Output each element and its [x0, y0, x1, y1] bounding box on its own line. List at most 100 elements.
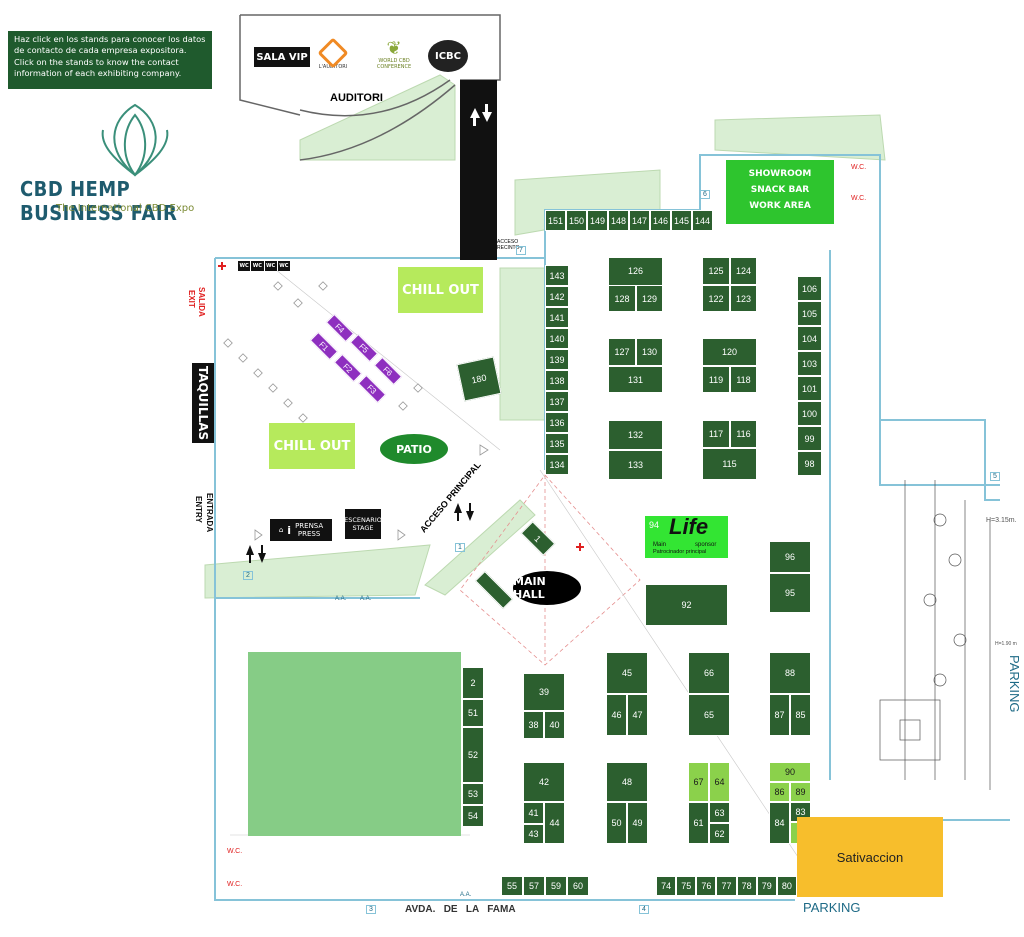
stand-41[interactable]: 41	[523, 802, 544, 824]
main-hall-label[interactable]: MAIN HALL	[513, 571, 581, 605]
stand-104[interactable]: 104	[797, 326, 822, 351]
stand-180[interactable]: 180	[456, 356, 502, 402]
stand-146[interactable]: 146	[650, 210, 671, 231]
stand-136[interactable]: 136	[545, 412, 569, 433]
stand-124[interactable]: 124	[730, 257, 757, 285]
stand-79[interactable]: 79	[756, 876, 777, 896]
stand-77[interactable]: 77	[716, 876, 737, 896]
stand-145[interactable]: 145	[671, 210, 692, 231]
stand-144[interactable]: 144	[692, 210, 713, 231]
stand-151[interactable]: 151	[545, 210, 566, 231]
stand-85[interactable]: 85	[790, 694, 811, 736]
stand-130[interactable]: 130	[636, 338, 663, 366]
showroom-area[interactable]: SHOWROOM SNACK BAR WORK AREA	[726, 160, 834, 224]
stand-140[interactable]: 140	[545, 328, 569, 349]
stand-43[interactable]: 43	[523, 824, 544, 844]
sala-vip-label[interactable]: SALA VIP	[254, 47, 310, 67]
chill-out-area-1[interactable]: CHILL OUT	[398, 267, 483, 313]
stand-120[interactable]: 120	[702, 338, 757, 366]
stand-63[interactable]: 63	[709, 802, 730, 823]
stand-75[interactable]: 75	[676, 876, 697, 896]
stand-142[interactable]: 142	[545, 286, 569, 307]
stand-74[interactable]: 74	[656, 876, 677, 896]
stand-98[interactable]: 98	[797, 451, 822, 476]
stand-87[interactable]: 87	[769, 694, 790, 736]
stand-150[interactable]: 150	[566, 210, 587, 231]
stand-55[interactable]: 55	[501, 876, 523, 896]
sativaccion-stand[interactable]: Sativaccion	[797, 817, 943, 897]
stand-100[interactable]: 100	[797, 401, 822, 426]
stand-86[interactable]: 86	[769, 782, 790, 802]
stand-143[interactable]: 143	[545, 265, 569, 286]
stand-62[interactable]: 62	[709, 823, 730, 844]
stand-60[interactable]: 60	[567, 876, 589, 896]
stand-118[interactable]: 118	[730, 366, 757, 393]
patio-label[interactable]: PATIO	[380, 434, 448, 464]
stand-117[interactable]: 117	[702, 420, 730, 448]
stand-2[interactable]: 2	[462, 667, 484, 699]
taquillas-box[interactable]: TAQUILLAS	[192, 363, 214, 443]
stand-61[interactable]: 61	[688, 802, 709, 844]
stand-139[interactable]: 139	[545, 349, 569, 370]
stand-54[interactable]: 54	[462, 805, 484, 827]
stand-59[interactable]: 59	[545, 876, 567, 896]
stand-103[interactable]: 103	[797, 351, 822, 376]
stand-119[interactable]: 119	[702, 366, 730, 393]
stand-147[interactable]: 147	[629, 210, 650, 231]
stand-38[interactable]: 38	[523, 711, 544, 739]
stand-57[interactable]: 57	[523, 876, 545, 896]
stand-133[interactable]: 133	[608, 450, 663, 480]
stand-148[interactable]: 148	[608, 210, 629, 231]
stand-129[interactable]: 129	[636, 285, 663, 312]
stand-101[interactable]: 101	[797, 376, 822, 401]
stand-128[interactable]: 128	[608, 285, 636, 312]
stand-51[interactable]: 51	[462, 699, 484, 727]
stand-105[interactable]: 105	[797, 301, 822, 326]
stand-96[interactable]: 96	[769, 541, 811, 573]
stand-53[interactable]: 53	[462, 783, 484, 805]
stand-116[interactable]: 116	[730, 420, 757, 448]
stand-76[interactable]: 76	[696, 876, 717, 896]
stand-115[interactable]: 115	[702, 448, 757, 480]
stand-48[interactable]: 48	[606, 762, 648, 802]
stand-64[interactable]: 64	[709, 762, 730, 802]
stand-138[interactable]: 138	[545, 370, 569, 391]
stand-88[interactable]: 88	[769, 652, 811, 694]
stand-92[interactable]: 92	[645, 584, 728, 626]
stand-99[interactable]: 99	[797, 426, 822, 451]
stand-50[interactable]: 50	[606, 802, 627, 844]
stand-46[interactable]: 46	[606, 694, 627, 736]
stand-78[interactable]: 78	[736, 876, 757, 896]
escenario-box[interactable]: ESCENARIO STAGE	[344, 509, 382, 539]
stand-39[interactable]: 39	[523, 673, 565, 711]
stand-49[interactable]: 49	[627, 802, 648, 844]
stand-84[interactable]: 84	[769, 802, 790, 844]
stand-44[interactable]: 44	[544, 802, 565, 844]
stand-65[interactable]: 65	[688, 694, 730, 736]
stand-89[interactable]: 89	[790, 782, 811, 802]
stand-134[interactable]: 134	[545, 454, 569, 475]
stand-45[interactable]: 45	[606, 652, 648, 694]
chill-out-area-2[interactable]: CHILL OUT	[269, 423, 355, 469]
stand-90[interactable]: 90	[769, 762, 811, 782]
stand-132[interactable]: 132	[608, 420, 663, 450]
stand-95[interactable]: 95	[769, 573, 811, 613]
stand-135[interactable]: 135	[545, 433, 569, 454]
prensa-box[interactable]: ⌂ i PRENSA PRESS	[270, 519, 332, 541]
stand-149[interactable]: 149	[587, 210, 608, 231]
stand-67[interactable]: 67	[688, 762, 709, 802]
stand-52[interactable]: 52	[462, 727, 484, 783]
stand-131[interactable]: 131	[608, 366, 663, 393]
stand-47[interactable]: 47	[627, 694, 648, 736]
stand-141[interactable]: 141	[545, 307, 569, 328]
stand-127[interactable]: 127	[608, 338, 636, 366]
sponsor-stand-94[interactable]: 94 Life Main sponsor Patrocinador princi…	[645, 514, 728, 558]
stand-40[interactable]: 40	[544, 711, 565, 739]
stand-123[interactable]: 123	[730, 285, 757, 312]
stand-42[interactable]: 42	[523, 762, 565, 802]
stand-80[interactable]: 80	[776, 876, 797, 896]
stand-66[interactable]: 66	[688, 652, 730, 694]
stand-137[interactable]: 137	[545, 391, 569, 412]
stand-106[interactable]: 106	[797, 276, 822, 301]
stand-122[interactable]: 122	[702, 285, 730, 312]
